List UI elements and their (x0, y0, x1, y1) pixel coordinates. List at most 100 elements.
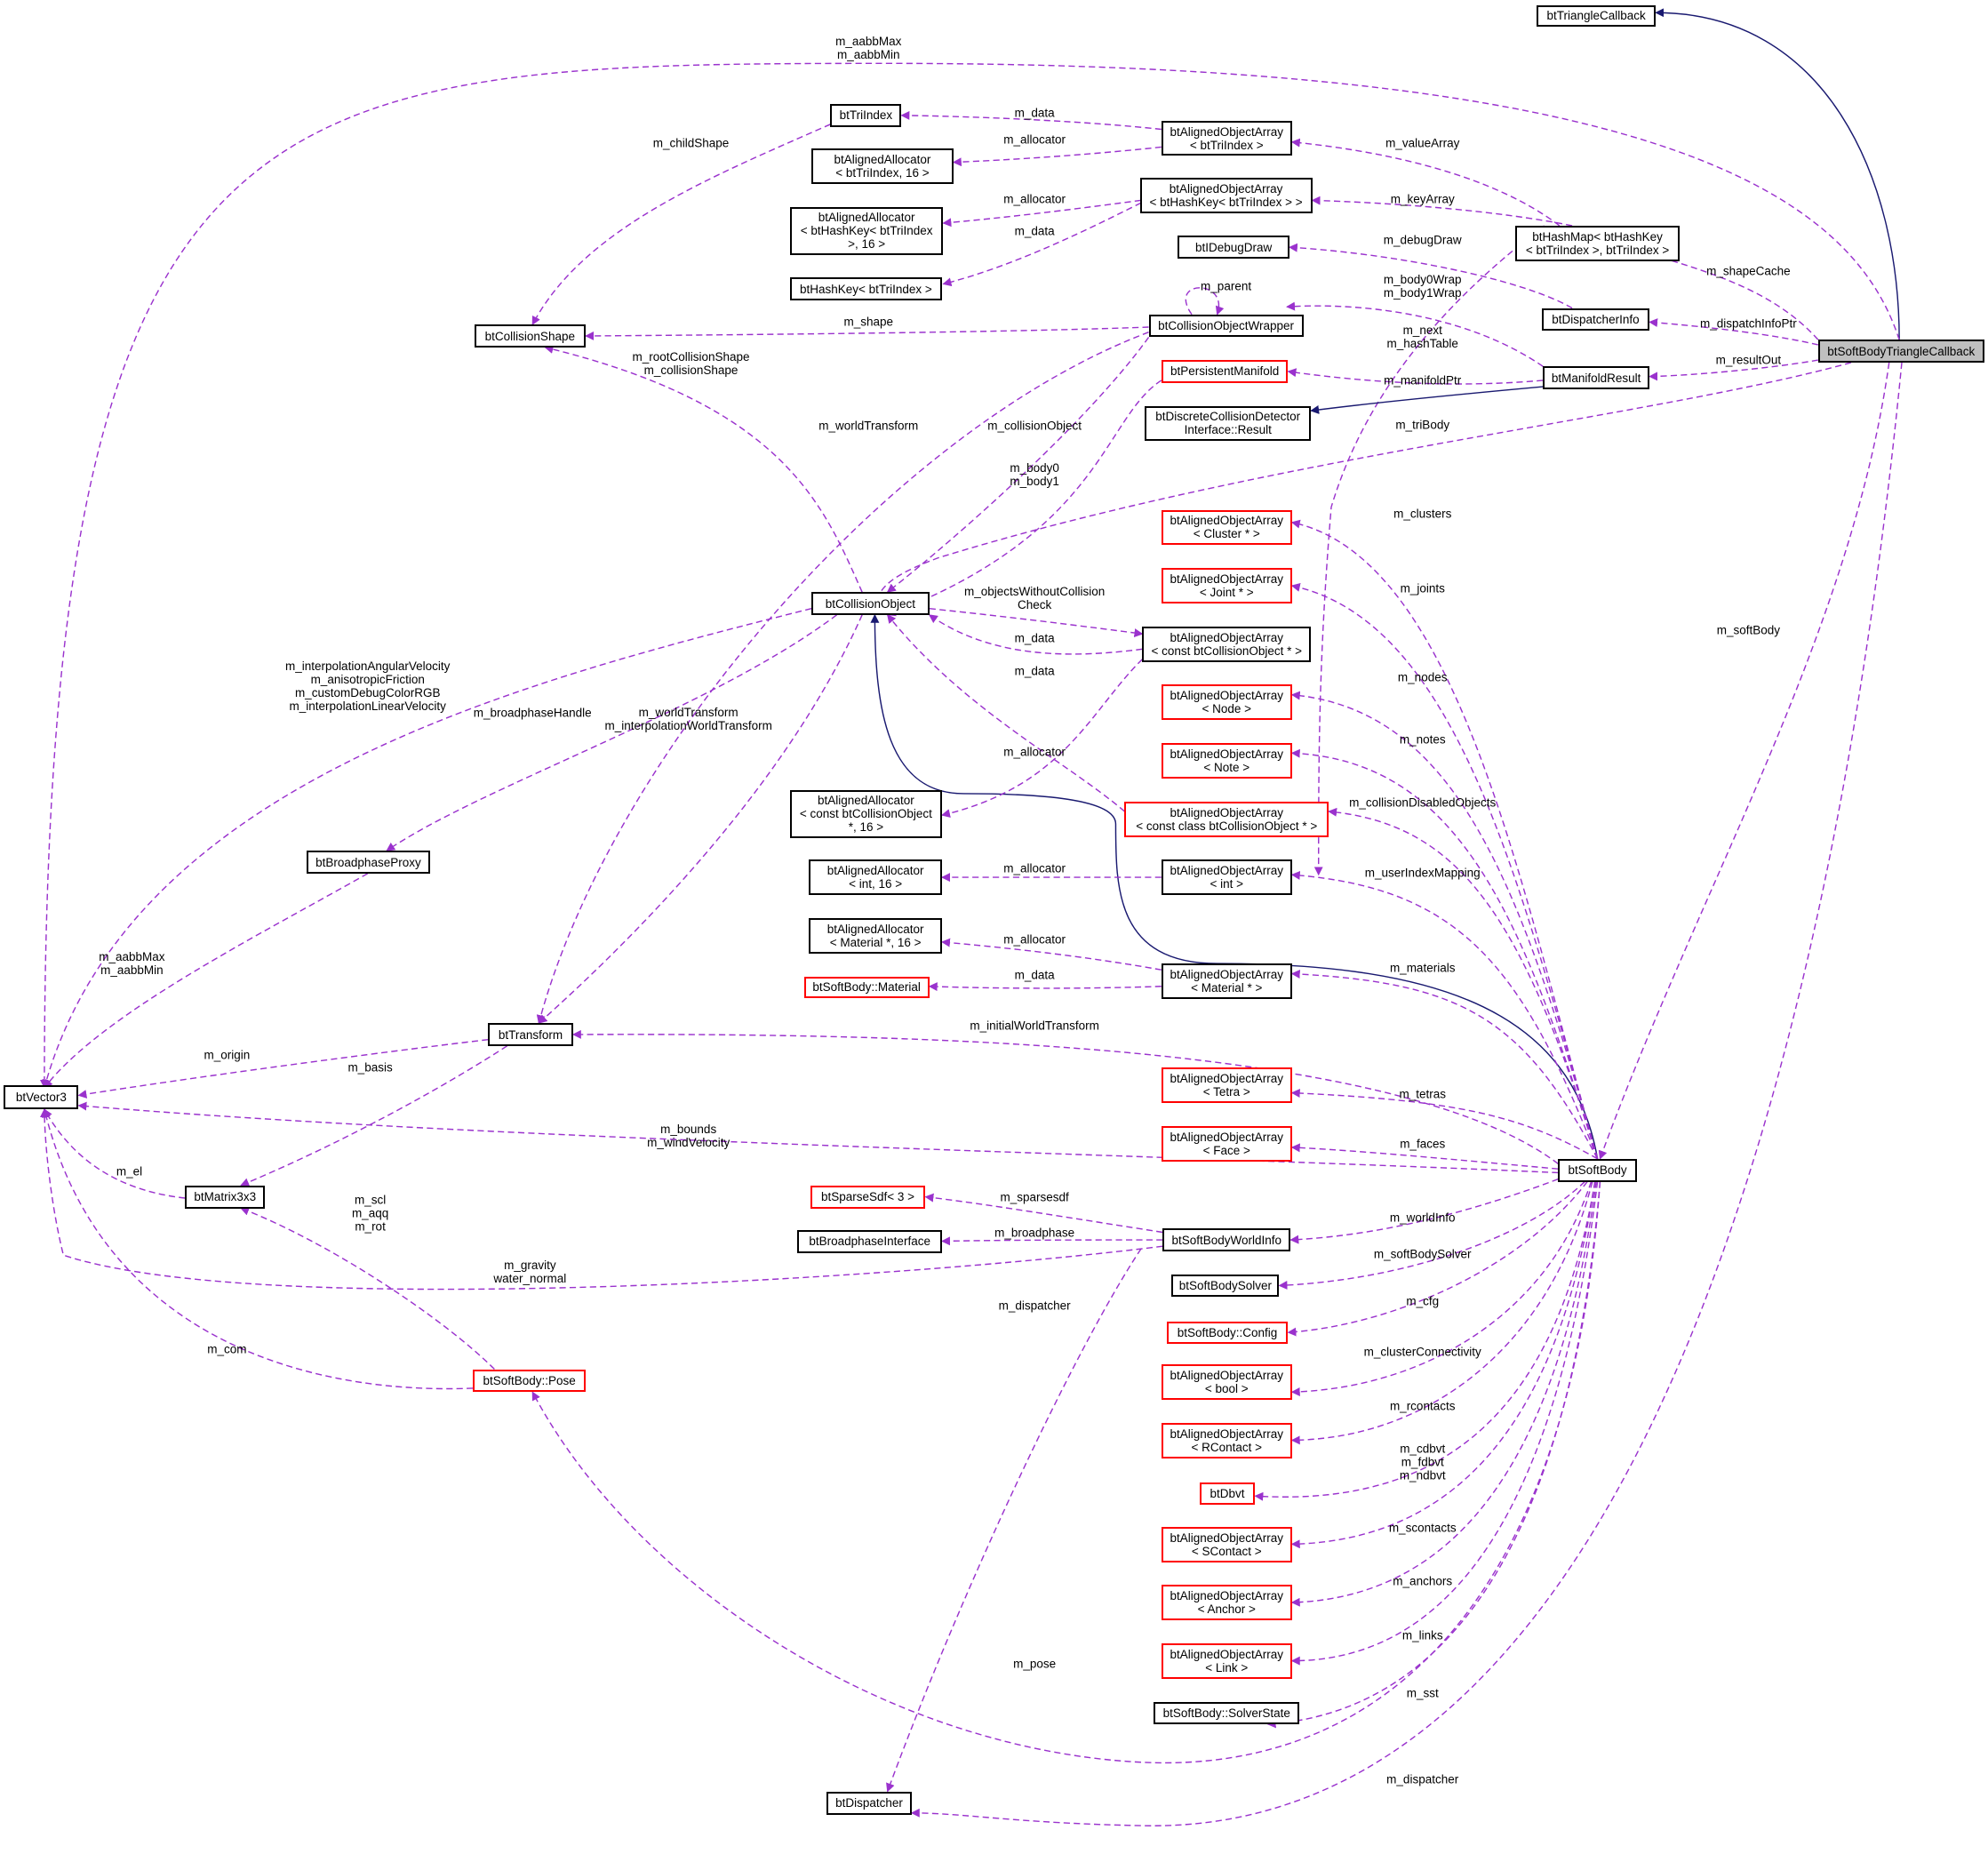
class-node-btAOA_int[interactable]: btAlignedObjectArray< int > (1161, 859, 1292, 896)
usage-edge (1290, 138, 1561, 227)
class-node-btManifoldResult[interactable]: btManifoldResult (1543, 366, 1650, 389)
class-node-label: btAlignedObjectArray (1170, 1426, 1284, 1441)
class-node-btAOA_Node[interactable]: btAlignedObjectArray< Node > (1161, 684, 1292, 721)
class-node-btSoftBodyTriangleCallback[interactable]: btSoftBodyTriangleCallback (1817, 340, 1984, 364)
class-node-btIDebugDraw[interactable]: btIDebugDraw (1178, 236, 1289, 260)
usage-edge (42, 607, 812, 1089)
class-node-btDbvt[interactable]: btDbvt (1199, 1482, 1256, 1506)
usage-edge (942, 202, 1142, 287)
usage-edge (1290, 870, 1599, 1160)
edge-label-line: m_shape (843, 315, 894, 329)
edge-label-line: m_allocator (1003, 132, 1066, 147)
class-node-btBroadphaseInterface[interactable]: btBroadphaseInterface (797, 1229, 942, 1253)
edge-label-line: m_origin (204, 1048, 251, 1062)
edge-label-line: m_windVelocity (647, 1136, 731, 1150)
class-node-btAOA_Cluster[interactable]: btAlignedObjectArray< Cluster * > (1161, 509, 1292, 546)
edge-label-line: m_rootCollisionShape (632, 350, 750, 364)
class-node-label: btAlignedObjectArray (1170, 124, 1284, 139)
class-node-btAA_btTriIndex16[interactable]: btAlignedAllocator< btTriIndex, 16 > (811, 148, 954, 184)
edge-label-line: m_keyArray (1390, 192, 1455, 206)
class-node-btAA_Material16[interactable]: btAlignedAllocator< Material *, 16 > (809, 917, 942, 954)
edge-label-line: m_body1 (1010, 474, 1059, 488)
class-node-btAOA_SContact[interactable]: btAlignedObjectArray< SContact > (1161, 1526, 1292, 1562)
class-node-label: btAlignedObjectArray (1170, 1369, 1284, 1383)
class-node-btAOA_Note[interactable]: btAlignedObjectArray< Note > (1161, 743, 1292, 779)
usage-edge (39, 62, 1900, 1089)
class-node-btAOA_constColObj[interactable]: btAlignedObjectArray< const btCollisionO… (1142, 626, 1312, 662)
usage-edge (1290, 1181, 1599, 1666)
usage-edge (1290, 748, 1599, 1159)
class-node-label: btSoftBodyTriangleCallback (1827, 344, 1976, 358)
class-node-btSparseSdf[interactable]: btSparseSdf< 3 > (810, 1185, 926, 1209)
class-node-label: btBroadphaseInterface (809, 1235, 930, 1249)
class-node-btSoftBodySolver[interactable]: btSoftBodySolver (1171, 1274, 1280, 1298)
edge-label-dispatcher2: m_dispatcher (1386, 1772, 1458, 1786)
edge-label-resultOut: m_resultOut (1716, 354, 1782, 367)
class-node-label: < const btCollisionObject (799, 807, 932, 821)
edge-label-line: m_rcontacts (1389, 1399, 1456, 1413)
usage-edge (1290, 1143, 1559, 1170)
class-node-btAOA_Joint[interactable]: btAlignedObjectArray< Joint * > (1161, 568, 1292, 604)
class-node-btAOA_bool[interactable]: btAlignedObjectArray< bool > (1161, 1364, 1292, 1401)
class-node-btBroadphaseProxy[interactable]: btBroadphaseProxy (307, 851, 430, 874)
class-node-btAA_constColObj16[interactable]: btAlignedAllocator< const btCollisionObj… (789, 789, 942, 838)
class-node-btAOA_Anchor[interactable]: btAlignedObjectArray< Anchor > (1161, 1585, 1292, 1621)
class-node-label: < int > (1210, 877, 1244, 891)
class-node-btSoftBodyWorldInfo[interactable]: btSoftBodyWorldInfo (1162, 1228, 1291, 1252)
class-node-btAA_int16[interactable]: btAlignedAllocator< int, 16 > (809, 859, 942, 896)
class-node-btAOA_btHashKey[interactable]: btAlignedObjectArray< btHashKey< btTriIn… (1139, 177, 1313, 213)
usage-edge (240, 1206, 495, 1371)
class-node-btDispatcherInfo[interactable]: btDispatcherInfo (1541, 308, 1650, 332)
class-node-btSoftBodyMaterial[interactable]: btSoftBody::Material (803, 976, 930, 998)
class-node-btSoftBodyConfig[interactable]: btSoftBody::Config (1166, 1321, 1289, 1345)
edge-label-line: m_data (1014, 224, 1055, 238)
edge-label-line: m_notes (1399, 732, 1446, 747)
class-node-btAOA_Link[interactable]: btAlignedObjectArray< Link > (1161, 1642, 1292, 1679)
class-node-btTransform[interactable]: btTransform (488, 1023, 573, 1046)
class-node-label: btDbvt (1210, 1487, 1245, 1501)
edge-label-line: m_worldInfo (1389, 1211, 1456, 1225)
class-node-label: < Cluster * > (1193, 527, 1260, 541)
class-node-btDispatcher[interactable]: btDispatcher (826, 1791, 912, 1815)
class-node-btAOA_btTriIndex[interactable]: btAlignedObjectArray< btTriIndex > (1161, 120, 1292, 156)
class-node-label: btAlignedObjectArray (1169, 181, 1283, 196)
class-node-btMatrix3x3[interactable]: btMatrix3x3 (185, 1185, 266, 1209)
class-node-btTriangleCallback[interactable]: btTriangleCallback (1537, 4, 1657, 27)
class-node-label: btCollisionObject (825, 596, 916, 611)
class-node-btTriIndex[interactable]: btTriIndex (830, 103, 902, 127)
class-node-label: btAlignedObjectArray (1170, 1589, 1284, 1603)
class-node-btHashKey[interactable]: btHashKey< btTriIndex > (789, 277, 942, 301)
class-node-btSoftBodyPose[interactable]: btSoftBody::Pose (473, 1369, 587, 1393)
edge-label-data_mat: m_data (1015, 969, 1055, 982)
usage-edge (1598, 362, 1890, 1160)
edge-label-clusterConnectivity: m_clusterConnectivity (1364, 1345, 1481, 1358)
class-node-label: btHashKey< btTriIndex > (799, 282, 932, 296)
class-node-btAOA_constClassColObj[interactable]: btAlignedObjectArray< const class btColl… (1124, 801, 1329, 837)
edge-label-line: m_dispatchInfoPtr (1699, 316, 1797, 331)
class-node-btAOA_RContact[interactable]: btAlignedObjectArray< RContact > (1161, 1422, 1292, 1458)
edge-label-line: m_allocator (1003, 932, 1066, 947)
class-node-label: btAlignedAllocator (826, 864, 924, 878)
class-node-label: < SContact > (1191, 1544, 1262, 1558)
class-node-label: < btTriIndex, 16 > (835, 165, 930, 180)
usage-edge (886, 1248, 1142, 1793)
class-node-btAOA_Face[interactable]: btAlignedObjectArray< Face > (1161, 1125, 1292, 1162)
class-node-label: btPersistentManifold (1170, 364, 1280, 379)
class-node-btSoftBody[interactable]: btSoftBody (1558, 1158, 1637, 1182)
class-node-btCollisionObjectWrapper[interactable]: btCollisionObjectWrapper (1148, 314, 1304, 338)
edge-label-scontacts: m_scontacts (1389, 1522, 1457, 1535)
class-node-btSoftBodySolverState[interactable]: btSoftBody::SolverState (1154, 1701, 1300, 1725)
class-node-btCollisionObject[interactable]: btCollisionObject (811, 592, 930, 615)
class-node-btAA_btHashKey16[interactable]: btAlignedAllocator< btHashKey< btTriInde… (789, 206, 944, 255)
class-node-btHashMap[interactable]: btHashMap< btHashKey< btTriIndex >, btTr… (1514, 225, 1681, 261)
class-node-btVector3[interactable]: btVector3 (4, 1085, 79, 1110)
class-node-btPersistentManifold[interactable]: btPersistentManifold (1161, 360, 1289, 383)
class-node-btAOA_Material[interactable]: btAlignedObjectArray< Material * > (1161, 963, 1292, 1000)
usage-edge (1278, 1180, 1585, 1291)
edge-label-line: m_basis (347, 1060, 393, 1075)
class-node-btAOA_Tetra[interactable]: btAlignedObjectArray< Tetra > (1161, 1067, 1292, 1104)
class-node-btCollisionShape[interactable]: btCollisionShape (474, 324, 587, 348)
edge-label-valueArray: m_valueArray (1385, 137, 1459, 150)
